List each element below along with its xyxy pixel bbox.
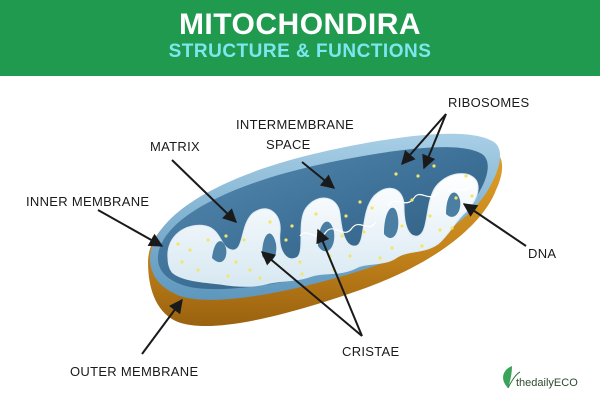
ribosome-dot <box>378 256 382 260</box>
ribosome-dot <box>242 238 246 242</box>
ribosome-dot <box>420 244 424 248</box>
ribosome-dot <box>340 234 344 238</box>
ribosome-dot <box>300 272 304 276</box>
ribosome-dot <box>454 196 458 200</box>
ribosome-dot <box>464 174 468 178</box>
label-matrix: MATRIX <box>150 139 200 154</box>
page-subtitle: STRUCTURE & FUNCTIONS <box>168 41 432 62</box>
ribosome-dot <box>284 238 288 242</box>
cristae-leader-left <box>260 251 363 337</box>
ribosomes-leader-left <box>401 113 447 166</box>
ribosome-dot <box>226 274 230 278</box>
cristae-leader-right <box>316 228 363 337</box>
label-intermembrane-space: SPACE <box>266 137 311 152</box>
ribosome-dot <box>438 228 442 232</box>
ribosome-dot <box>258 276 262 280</box>
ribosome-dot <box>290 224 294 228</box>
title-banner: MITOCHONDIRA STRUCTURE & FUNCTIONS <box>0 0 600 76</box>
dna-strand <box>299 185 471 237</box>
ribosome-dot <box>180 260 184 264</box>
ribosome-dot <box>234 260 238 264</box>
crista-shadow <box>212 241 227 263</box>
ribosome-dot <box>390 246 394 250</box>
dna-leader <box>462 203 527 247</box>
ribosome-dot <box>344 214 348 218</box>
ribosome-dot <box>358 200 362 204</box>
inner-membrane-leader <box>97 209 164 247</box>
ribosome-dot <box>432 164 436 168</box>
outer-membrane-leader <box>141 298 183 355</box>
crista-shadow <box>384 207 399 239</box>
ribosome-dot <box>470 194 474 198</box>
ribosome-dot <box>450 226 454 230</box>
label-outer-membrane: OUTER MEMBRANE <box>70 364 198 379</box>
ribosome-dot <box>188 248 192 252</box>
label-ribosomes: RIBOSOMES <box>448 95 529 110</box>
ribosome-dot <box>314 212 318 216</box>
page-title: MITOCHONDIRA <box>178 8 422 41</box>
ribosome-dot <box>248 268 252 272</box>
ribosome-dot <box>196 268 200 272</box>
logo-text: thedailyECO <box>516 377 578 389</box>
ribosome-dot <box>394 172 398 176</box>
label-cristae: CRISTAE <box>342 344 400 359</box>
matrix-leader <box>171 159 238 223</box>
ribosome-dot <box>362 230 366 234</box>
ribosome-dot <box>410 198 414 202</box>
ribosome-dot <box>224 234 228 238</box>
ribosome-dot <box>428 214 432 218</box>
label-inner-membrane: INNER MEMBRANE <box>26 194 149 209</box>
ribosome-dot <box>370 206 374 210</box>
label-dna: DNA <box>528 246 556 261</box>
ribosome-dot <box>416 174 420 178</box>
leaf-icon <box>503 366 512 388</box>
ribosome-dot <box>176 242 180 246</box>
ribosome-dot <box>268 220 272 224</box>
intermembrane-leader <box>301 161 336 189</box>
ribosome-dot <box>298 260 302 264</box>
ribosome-dot <box>348 254 352 258</box>
ribosome-dot <box>206 238 210 242</box>
brand-logo: thedailyECO <box>503 366 578 389</box>
ribosomes-leader-right <box>422 113 447 170</box>
ribosome-dot <box>400 224 404 228</box>
label-intermembrane: INTERMEMBRANE <box>236 117 354 132</box>
